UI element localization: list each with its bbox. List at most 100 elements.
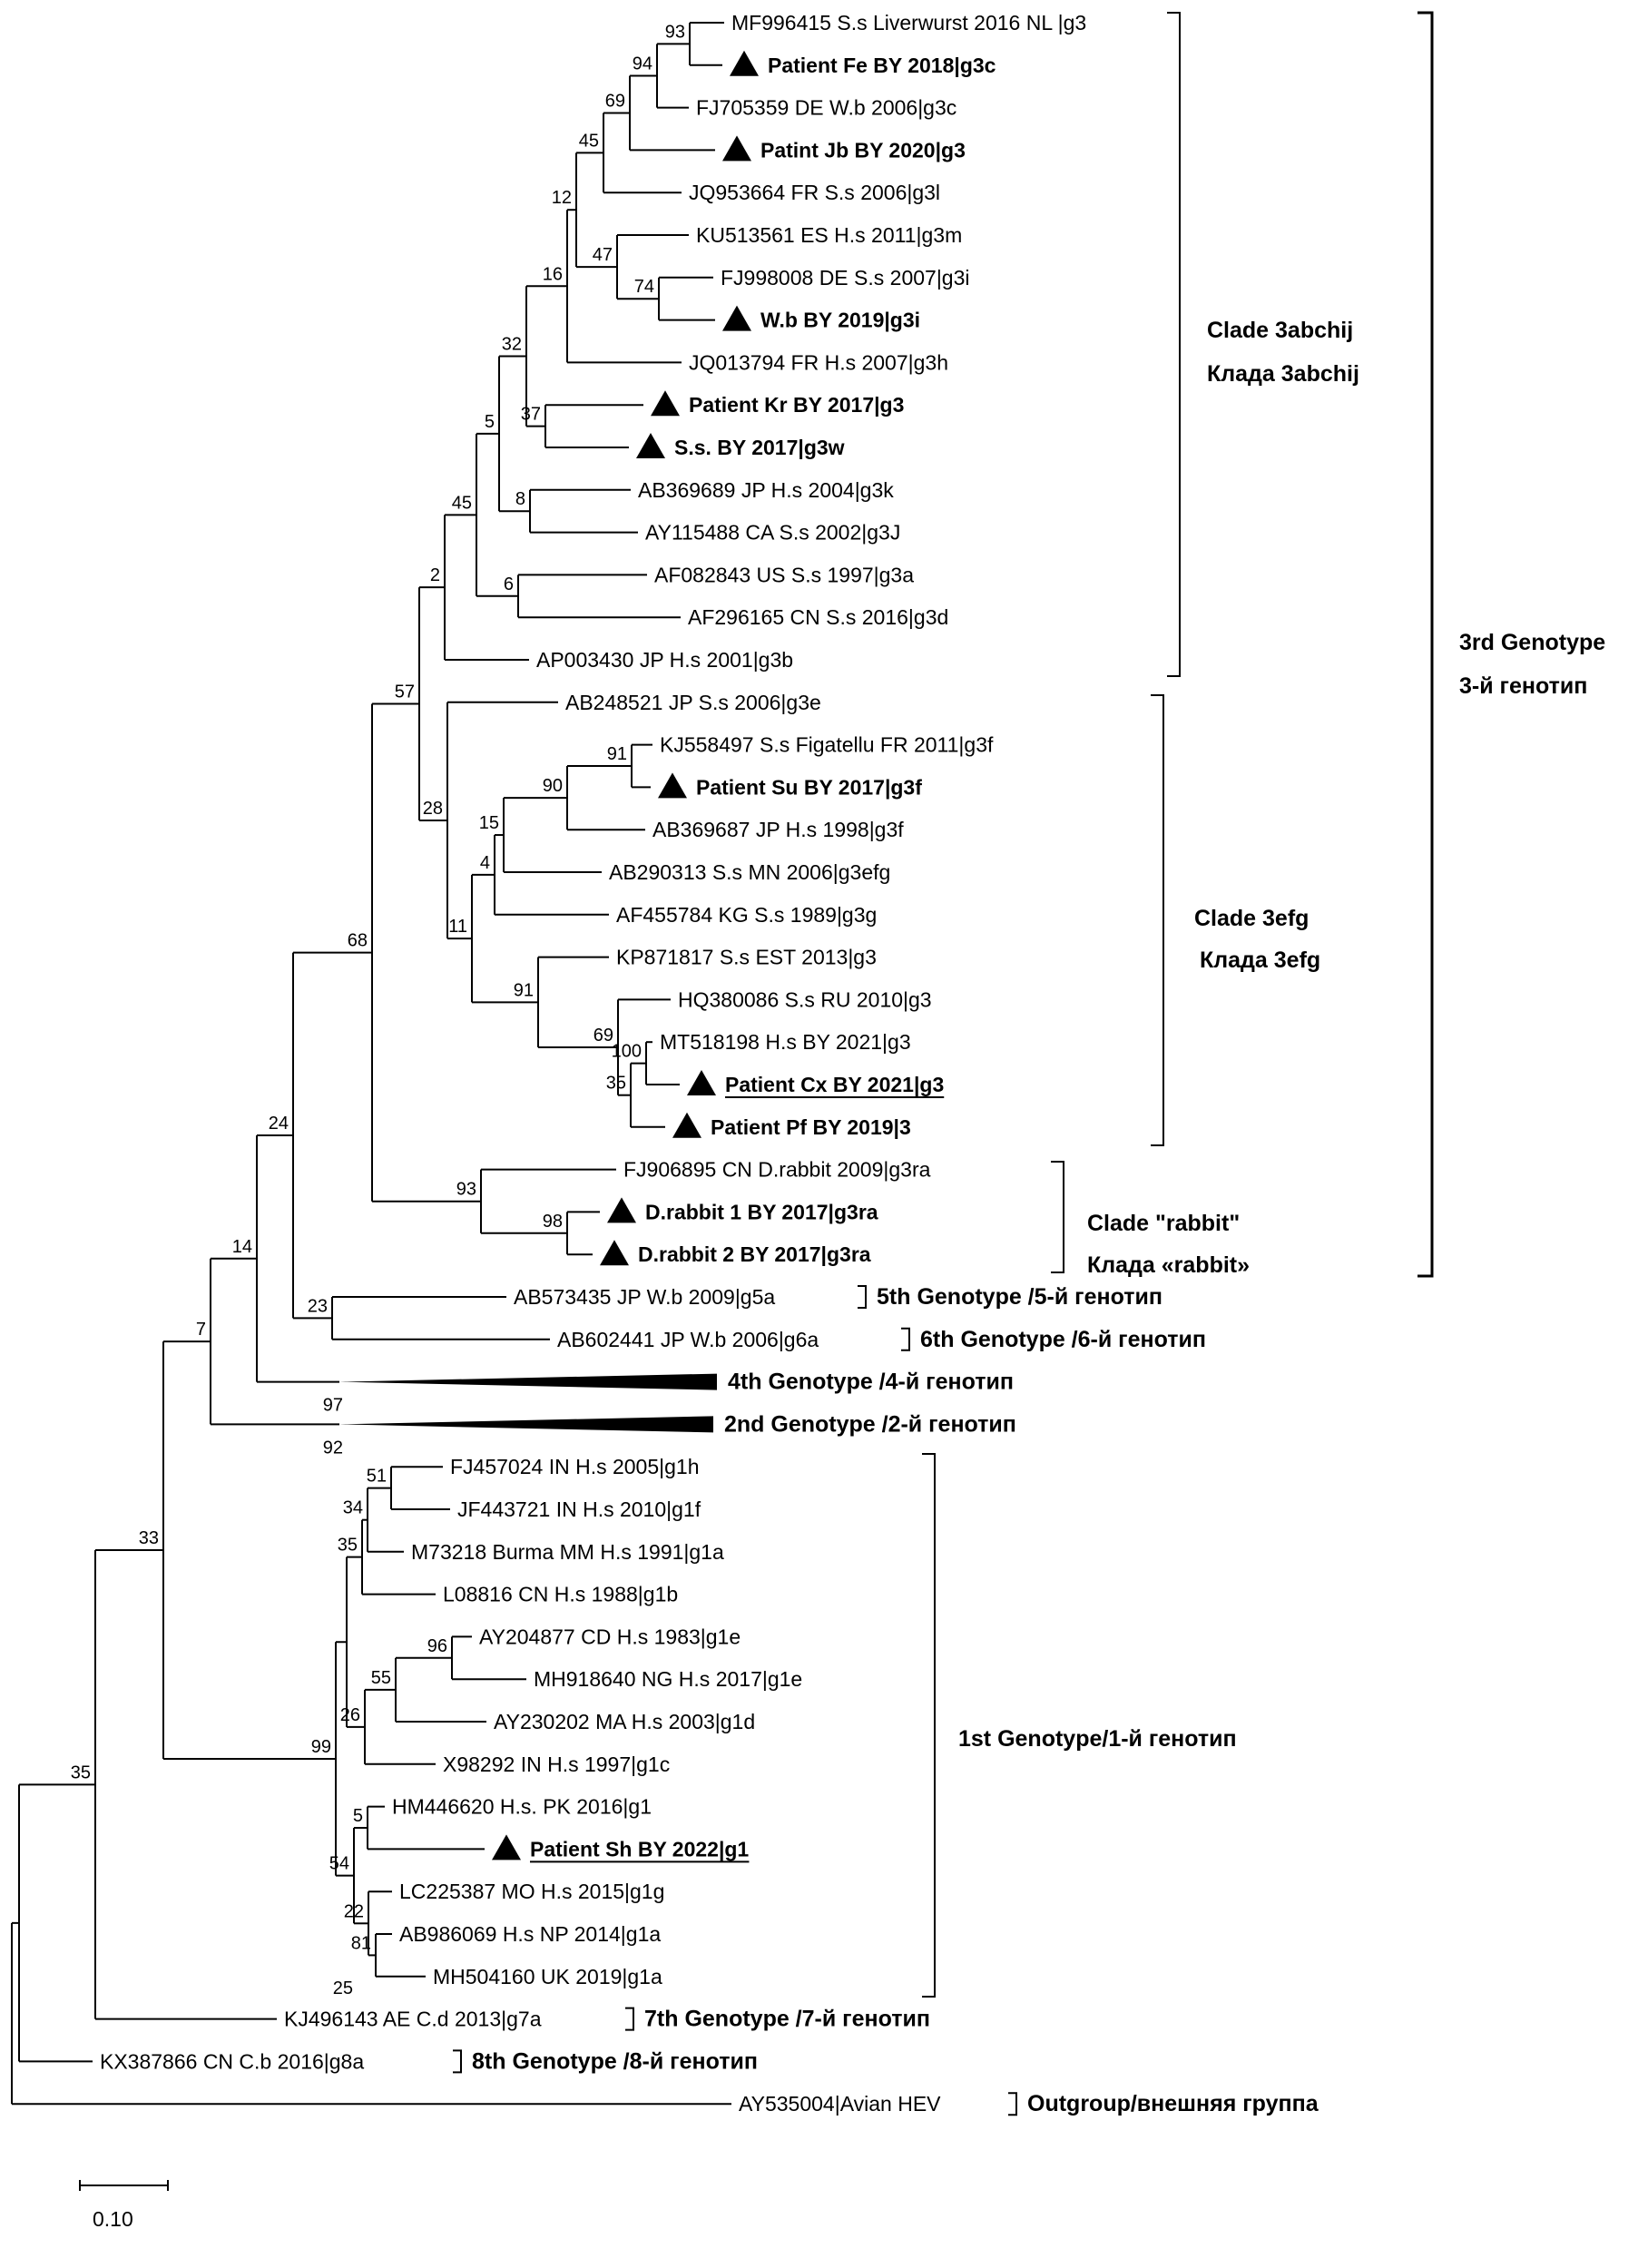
bootstrap-value: 5 <box>353 1806 363 1826</box>
sample-triangle-marker <box>722 135 751 162</box>
bootstrap-value: 57 <box>395 682 415 702</box>
taxon-label: D.rabbit 2 BY 2017|g3ra <box>638 1242 871 1266</box>
taxon-label: AF082843 US S.s 1997|g3a <box>654 563 914 586</box>
taxon-label: AY230202 MA H.s 2003|g1d <box>494 1710 755 1733</box>
collapsed-clade-triangle <box>339 1416 713 1433</box>
bootstrap-value: 81 <box>351 1933 371 1953</box>
taxon-label: M73218 Burma MM H.s 1991|g1a <box>411 1540 724 1564</box>
taxon-label: AB986069 H.s NP 2014|g1a <box>399 1922 661 1946</box>
bootstrap-value: 32 <box>502 334 522 354</box>
bootstrap-value: 99 <box>311 1737 331 1757</box>
genotype-label: Outgroup/внешняя группа <box>1027 2091 1319 2116</box>
bootstrap-value: 24 <box>269 1114 289 1134</box>
sample-triangle-marker <box>687 1070 716 1095</box>
bootstrap-value: 4 <box>480 853 490 873</box>
sample-triangle-marker <box>730 50 759 76</box>
taxon-label: HM446620 H.s. PK 2016|g1 <box>392 1795 652 1819</box>
taxon-label: W.b BY 2019|g3i <box>760 309 920 332</box>
bootstrap-value: 15 <box>479 813 499 833</box>
bootstrap-value: 45 <box>452 493 472 513</box>
taxon-label: AB573435 JP W.b 2009|g5a <box>514 1285 775 1309</box>
genotype-bracket <box>453 2049 462 2074</box>
bootstrap-value: 16 <box>543 264 563 284</box>
taxon-label: AF296165 CN S.s 2016|g3d <box>688 605 948 629</box>
bootstrap-value: 93 <box>456 1180 476 1200</box>
bootstrap-value: 6 <box>504 574 514 594</box>
taxon-label: AY204877 CD H.s 1983|g1e <box>479 1625 741 1648</box>
taxon-label: AF455784 KG S.s 1989|g3g <box>616 903 877 927</box>
bootstrap-value: 55 <box>371 1668 391 1688</box>
sample-triangle-marker <box>651 390 680 417</box>
taxon-label: FJ705359 DE W.b 2006|g3c <box>696 96 956 120</box>
bootstrap-value: 93 <box>665 22 685 42</box>
bootstrap-value: 74 <box>634 277 654 297</box>
taxon-label: AY535004|Avian HEV <box>739 2092 941 2116</box>
clade-bracket <box>922 1453 936 1998</box>
genotype-bracket <box>901 1327 910 1351</box>
bootstrap-value: 91 <box>607 744 627 764</box>
sample-triangle-marker <box>636 433 665 458</box>
taxon-label: AY115488 CA S.s 2002|g3J <box>645 521 900 545</box>
taxon-label: HQ380086 S.s RU 2010|g3 <box>678 987 932 1011</box>
genotype-bracket <box>625 2007 634 2031</box>
taxon-label: Patient Su BY 2017|g3f <box>696 775 922 799</box>
taxon-label: JF443721 IN H.s 2010|g1f <box>457 1497 701 1521</box>
collapsed-clade-triangle <box>339 1373 717 1390</box>
taxon-label: AB369689 JP H.s 2004|g3k <box>638 478 894 502</box>
taxon-label: Patint Jb BY 2020|g3 <box>760 138 966 162</box>
bootstrap-value: 35 <box>338 1536 358 1556</box>
bootstrap-value: 7 <box>196 1320 206 1340</box>
sample-triangle-marker <box>600 1240 629 1266</box>
bootstrap-value: 25 <box>333 1978 353 1998</box>
bootstrap-value: 90 <box>543 776 563 796</box>
genotype-label: 6th Genotype /6-й генотип <box>920 1327 1206 1352</box>
bootstrap-value: 14 <box>232 1237 252 1257</box>
bootstrap-value: 91 <box>514 980 534 1000</box>
bootstrap-value: 34 <box>343 1498 363 1518</box>
taxon-label: AB602441 JP W.b 2006|g6a <box>557 1328 819 1351</box>
bootstrap-value: 51 <box>367 1467 387 1487</box>
taxon-label: D.rabbit 1 BY 2017|g3ra <box>645 1200 878 1223</box>
taxon-label: MH504160 UK 2019|g1a <box>433 1965 662 1988</box>
bootstrap-value: 68 <box>348 931 368 951</box>
genotype-label: 2nd Genotype /2-й генотип <box>724 1411 1016 1437</box>
genotype-bracket <box>1008 2092 1017 2116</box>
sample-triangle-marker <box>722 305 751 331</box>
bootstrap-value: 12 <box>552 188 572 208</box>
taxon-label: X98292 IN H.s 1997|g1c <box>443 1753 670 1776</box>
taxon-label: MT518198 H.s BY 2021|g3 <box>660 1030 911 1054</box>
taxon-label: AB290313 S.s MN 2006|g3efg <box>609 860 890 884</box>
genotype-label: 5th Genotype /5-й генотип <box>877 1284 1162 1310</box>
bootstrap-value: 26 <box>340 1705 360 1725</box>
bootstrap-value: 5 <box>485 412 495 432</box>
bootstrap-value: 97 <box>323 1396 343 1416</box>
genotype-label: 4th Genotype /4-й генотип <box>728 1370 1014 1395</box>
genotype-bracket <box>858 1285 867 1309</box>
clade-label: Clade "rabbit" <box>1087 1211 1240 1236</box>
sample-triangle-marker <box>672 1112 701 1138</box>
taxon-label: AB369687 JP H.s 1998|g3f <box>652 818 904 841</box>
taxon-label: FJ906895 CN D.rabbit 2009|g3ra <box>623 1158 931 1182</box>
bootstrap-value: 23 <box>308 1296 328 1316</box>
sample-triangle-marker <box>607 1197 636 1223</box>
bootstrap-value: 54 <box>329 1854 349 1874</box>
taxon-label: KP871817 S.s EST 2013|g3 <box>616 946 877 969</box>
taxon-label: FJ457024 IN H.s 2005|g1h <box>450 1455 699 1478</box>
taxon-label: KJ496143 AE C.d 2013|g7a <box>284 2008 542 2031</box>
taxon-label: FJ998008 DE S.s 2007|g3i <box>721 266 969 290</box>
taxon-label: AP003430 JP H.s 2001|g3b <box>536 648 793 672</box>
taxon-label: Patient Fe BY 2018|g3c <box>768 54 996 77</box>
bootstrap-value: 98 <box>543 1212 563 1232</box>
bootstrap-value: 96 <box>427 1636 447 1656</box>
clade-label: 1st Genotype/1-й генотип <box>958 1726 1237 1752</box>
clade-label: Клада «rabbit» <box>1087 1252 1250 1278</box>
taxon-label: S.s. BY 2017|g3w <box>674 436 845 459</box>
taxon-label: MF996415 S.s Liverwurst 2016 NL |g3 <box>731 11 1086 34</box>
bootstrap-value: 2 <box>430 565 440 585</box>
genotype-label: 8th Genotype /8-й генотип <box>472 2048 758 2074</box>
taxon-label: Patient Sh BY 2022|g1 <box>530 1837 749 1861</box>
bootstrap-value: 37 <box>521 405 541 425</box>
taxon-label: JQ953664 FR S.s 2006|g3l <box>689 181 940 204</box>
